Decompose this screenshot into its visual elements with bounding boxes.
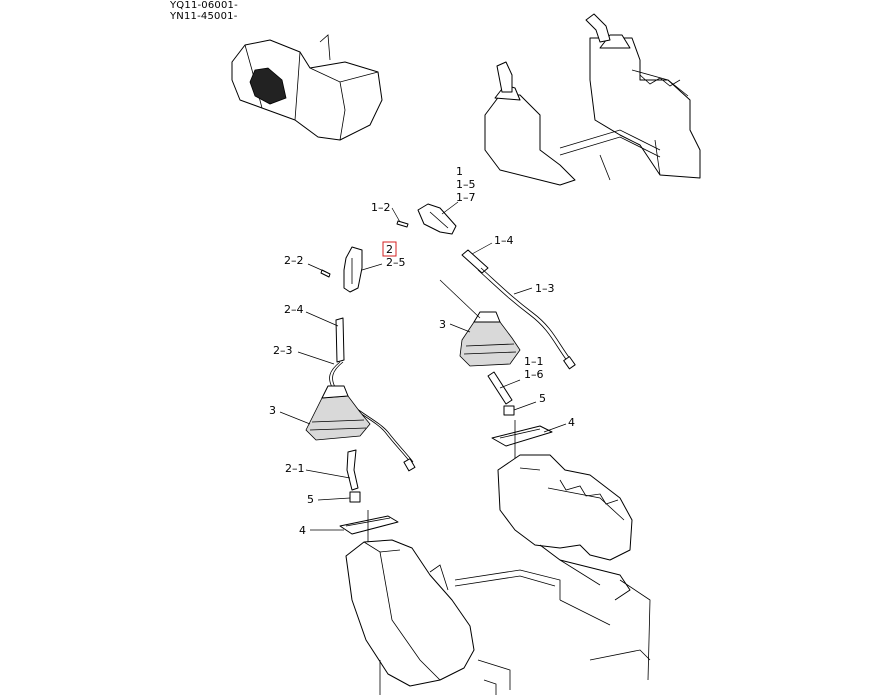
console-thumbnail xyxy=(484,13,701,186)
callout-1-4: 1–4 xyxy=(494,234,514,247)
sleeve-1-4 xyxy=(461,249,489,274)
callout-1-1: 1–1 xyxy=(524,355,544,368)
callout-5-left: 5 xyxy=(307,493,314,506)
collar-5-right xyxy=(503,405,515,416)
callout-4-right: 4 xyxy=(568,416,575,429)
plate-4-left xyxy=(339,515,399,535)
callout-1-7: 1–7 xyxy=(456,191,476,204)
grip-2 xyxy=(343,246,363,293)
callout-1-2: 1–2 xyxy=(371,201,391,214)
left-lever-assembly xyxy=(305,246,416,552)
screw-1-2 xyxy=(396,220,409,228)
grip-1 xyxy=(417,203,457,235)
callout-3-right: 3 xyxy=(439,318,446,331)
callout-3-left: 3 xyxy=(269,404,276,417)
cable-1-3 xyxy=(477,269,569,363)
callout-labels: 1 1–5 1–7 1–2 1–4 1–3 3 1–1 1–6 5 4 2 2–… xyxy=(269,165,575,537)
callout-2-highlight xyxy=(382,241,397,257)
callout-1-3: 1–3 xyxy=(535,282,555,295)
screw-2-2 xyxy=(320,269,331,278)
right-lever-assembly xyxy=(396,203,576,460)
callout-2-2: 2–2 xyxy=(284,254,304,267)
serial-range-1: YQ11-06001- xyxy=(170,0,238,11)
right-console xyxy=(497,454,651,681)
plate-4-right xyxy=(491,425,553,447)
callout-2-5: 2–5 xyxy=(386,256,406,269)
seat-thumbnail xyxy=(231,34,383,141)
collar-5-left xyxy=(349,491,361,503)
callout-2-4: 2–4 xyxy=(284,303,304,316)
lever-2-1 xyxy=(346,449,359,491)
callout-2-1: 2–1 xyxy=(285,462,305,475)
callout-5-right: 5 xyxy=(539,392,546,405)
left-console xyxy=(345,539,651,695)
callout-2-3: 2–3 xyxy=(273,344,293,357)
leader-lines xyxy=(279,201,567,531)
callout-2: 2 xyxy=(386,243,393,256)
serial-range-2: YN11-45001- xyxy=(170,11,238,22)
callout-1-5: 1–5 xyxy=(456,178,476,191)
boot-3-left xyxy=(305,395,371,441)
callout-1-6: 1–6 xyxy=(524,368,544,381)
sleeve-2-4 xyxy=(335,317,345,363)
callout-4-left: 4 xyxy=(299,524,306,537)
callout-1: 1 xyxy=(456,165,463,178)
